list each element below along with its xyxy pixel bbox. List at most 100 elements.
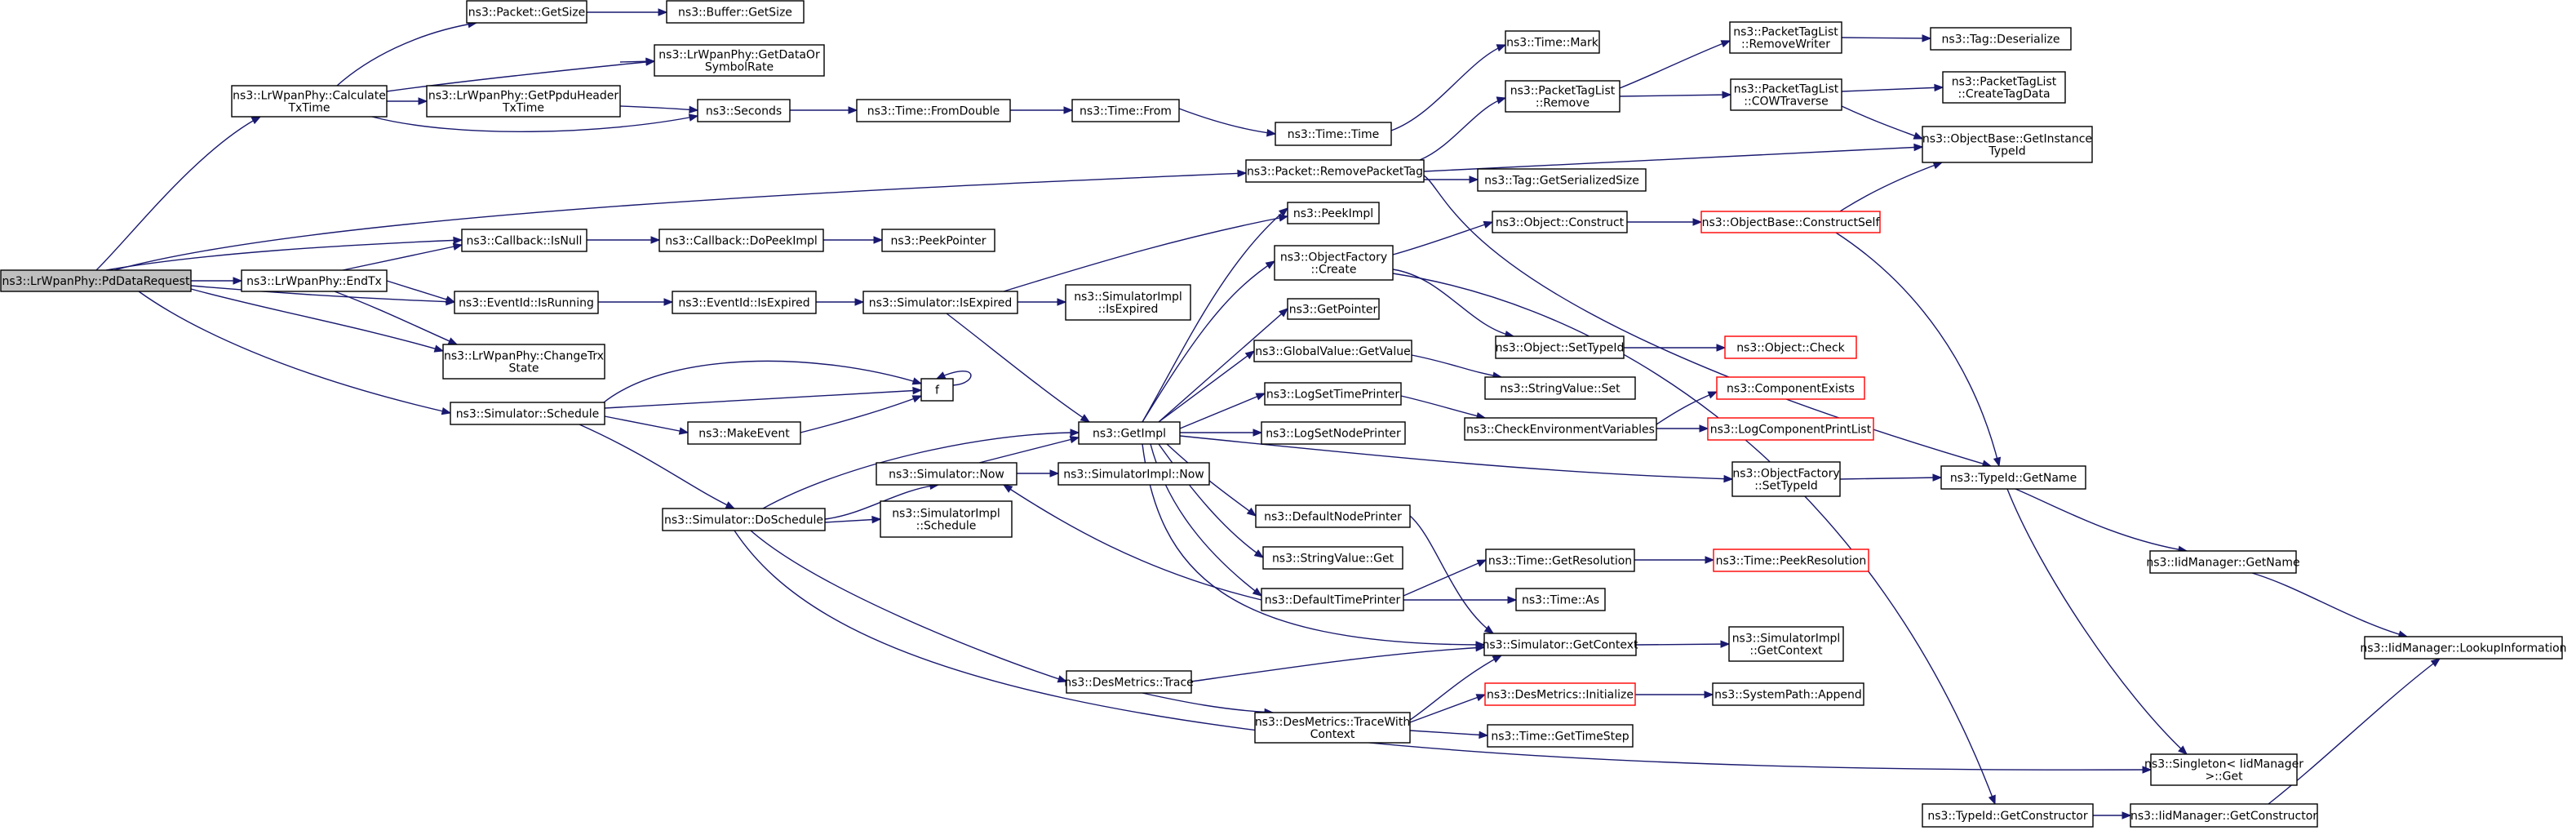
edge-n57-to-n55 xyxy=(1403,559,1488,597)
function-node[interactable]: ns3::ObjectFactory::SetTypeId xyxy=(1731,461,1841,497)
function-node[interactable]: ns3::StringValue::Get xyxy=(1262,546,1403,570)
function-node[interactable]: ns3::IidManager::GetConstructor xyxy=(2130,803,2318,828)
function-node[interactable]: ns3::GlobalValue::GetValue xyxy=(1253,340,1412,362)
node-box xyxy=(1940,465,2086,490)
function-node[interactable]: ns3::Simulator::IsExpired xyxy=(862,291,1018,314)
function-node[interactable]: ns3::ObjectFactory::Create xyxy=(1274,245,1394,281)
function-node[interactable]: ns3::LogSetNodePrinter xyxy=(1261,421,1406,445)
function-node[interactable]: ns3::LogSetTimePrinter xyxy=(1264,382,1402,406)
edge-line xyxy=(1142,443,1485,646)
function-node[interactable]: ns3::Time::GetResolution xyxy=(1485,549,1635,572)
function-node[interactable]: ns3::MakeEvent xyxy=(687,421,801,445)
node-box xyxy=(1464,417,1657,441)
function-node[interactable]: ns3::Tag::GetSerializedSize xyxy=(1477,168,1647,192)
function-node[interactable]: ns3::DefaultNodePrinter xyxy=(1255,504,1411,528)
edge-line xyxy=(800,395,922,433)
function-node[interactable]: ns3::DesMetrics::Initialize xyxy=(1484,682,1636,706)
root-function-node[interactable]: ns3::LrWpanPhy::PdDataRequest xyxy=(0,269,192,292)
function-node[interactable]: ns3::Packet::RemovePacketTag xyxy=(1245,159,1425,183)
function-node[interactable]: ns3::Time::FromDouble xyxy=(856,99,1011,122)
node-label: ns3::StringValue::Set xyxy=(1500,383,1621,396)
function-node[interactable]: ns3::TypeId::GetName xyxy=(1940,465,2086,490)
function-node[interactable]: ns3::Object::Check xyxy=(1724,335,1857,359)
node-label: ns3::DefaultTimePrinter xyxy=(1265,594,1401,607)
edge-line xyxy=(1392,269,1514,337)
function-node[interactable]: ns3::DefaultTimePrinter xyxy=(1261,588,1404,611)
function-node[interactable]: ns3::IidManager::GetName xyxy=(2146,550,2300,574)
function-node[interactable]: ns3::PacketTagList::COWTraverse xyxy=(1730,78,1842,111)
function-node[interactable]: ns3::Time::PeekResolution xyxy=(1713,549,1869,572)
node-label: ns3::PacketTagList xyxy=(1952,76,2057,89)
function-node[interactable]: ns3::TypeId::GetConstructor xyxy=(1922,803,2094,828)
node-label: ns3::StringValue::Get xyxy=(1272,553,1394,566)
function-node[interactable]: ns3::SimulatorImpl::IsExpired xyxy=(1065,284,1191,321)
edge-n50-to-n51 xyxy=(824,515,882,524)
function-node[interactable]: ns3::Callback::IsNull xyxy=(461,229,587,252)
function-node[interactable]: ns3::Seconds xyxy=(697,99,791,122)
function-node[interactable]: ns3::SystemPath::Append xyxy=(1712,682,1864,706)
edge-n0-to-n26 xyxy=(191,277,243,285)
function-node[interactable]: ns3::LrWpanPhy::EndTx xyxy=(241,269,388,292)
function-node[interactable]: ns3::Tag::Deserialize xyxy=(1930,27,2072,51)
function-node[interactable]: ns3::ComponentExists xyxy=(1716,376,1865,400)
edge-n42-to-n31 xyxy=(1158,308,1289,423)
function-node[interactable]: ns3::Object::Construct xyxy=(1492,211,1628,233)
function-node[interactable]: ns3::SimulatorImpl::GetContext xyxy=(1728,626,1844,662)
function-node[interactable]: ns3::Time::Time xyxy=(1275,122,1392,146)
function-node[interactable]: ns3::LogComponentPrintList xyxy=(1707,417,1874,441)
node-box xyxy=(1057,462,1210,486)
function-node[interactable]: f xyxy=(920,378,954,402)
function-node[interactable]: ns3::CheckEnvironmentVariables xyxy=(1464,417,1657,441)
function-node[interactable]: ns3::Simulator::GetContext xyxy=(1482,633,1638,656)
node-label: ns3::LrWpanPhy::GetDataOr xyxy=(658,49,820,62)
function-node[interactable]: ns3::Singleton< IidManager>::Get xyxy=(2144,753,2303,786)
function-node[interactable]: ns3::GetImpl xyxy=(1078,421,1181,445)
node-label: ns3::LrWpanPhy::EndTx xyxy=(246,275,382,288)
function-node[interactable]: ns3::GetPointer xyxy=(1287,298,1380,320)
function-node[interactable]: ns3::SimulatorImpl::Now xyxy=(1057,462,1210,486)
arrowhead-icon xyxy=(433,344,445,353)
function-node[interactable]: ns3::Simulator::Schedule xyxy=(450,402,605,425)
function-node[interactable]: ns3::Buffer::GetSize xyxy=(666,0,805,24)
function-node[interactable]: ns3::DesMetrics::Trace xyxy=(1064,670,1194,694)
node-label: ns3::Simulator::IsExpired xyxy=(869,297,1013,310)
function-node[interactable]: ns3::PacketTagList::RemoveWriter xyxy=(1729,21,1842,54)
edge-n41-to-n36 xyxy=(800,395,923,433)
function-node[interactable]: ns3::PacketTagList::Remove xyxy=(1505,80,1621,113)
function-node[interactable]: ns3::Simulator::Now xyxy=(876,462,1018,486)
node-box xyxy=(1707,417,1874,441)
function-node[interactable]: ns3::EventId::IsRunning xyxy=(454,291,599,314)
function-node[interactable]: ns3::ObjectBase::ConstructSelf xyxy=(1700,211,1881,233)
function-node[interactable]: ns3::StringValue::Set xyxy=(1484,376,1636,400)
arrowhead-icon xyxy=(645,57,656,65)
function-node[interactable]: ns3::PeekImpl xyxy=(1287,202,1380,224)
arrowhead-icon xyxy=(1707,391,1718,399)
function-node[interactable]: ns3::Callback::DoPeekImpl xyxy=(658,229,824,252)
function-node[interactable]: ns3::Time::As xyxy=(1515,588,1606,611)
arrowhead-icon xyxy=(663,298,674,306)
arrowhead-icon xyxy=(1469,175,1479,184)
edge-n42-to-n33 xyxy=(1158,350,1256,423)
function-node[interactable]: ns3::Simulator::DoSchedule xyxy=(662,508,826,531)
function-node[interactable]: ns3::Time::Mark xyxy=(1505,30,1600,54)
function-node[interactable]: ns3::Time::From xyxy=(1071,99,1180,122)
function-node[interactable]: ns3::PacketTagList::CreateTagData xyxy=(1942,71,2066,104)
node-label: ns3::Singleton< IidManager xyxy=(2144,758,2303,771)
node-box xyxy=(1485,549,1635,572)
function-node[interactable]: ns3::EventId::IsExpired xyxy=(672,291,817,314)
function-node[interactable]: ns3::Time::GetTimeStep xyxy=(1487,724,1634,748)
function-node[interactable]: ns3::Object::SetTypeId xyxy=(1495,335,1625,359)
function-node[interactable]: ns3::PeekPointer xyxy=(881,229,995,252)
function-node[interactable]: ns3::IidManager::LookupInformation xyxy=(2360,636,2567,660)
function-node[interactable]: ns3::SimulatorImpl::Schedule xyxy=(880,500,1013,538)
function-node[interactable]: ns3::Packet::GetSize xyxy=(466,0,587,24)
node-box xyxy=(1261,588,1404,611)
node-label: ns3::LogSetTimePrinter xyxy=(1266,389,1400,402)
arrowhead-icon xyxy=(1913,143,1924,152)
